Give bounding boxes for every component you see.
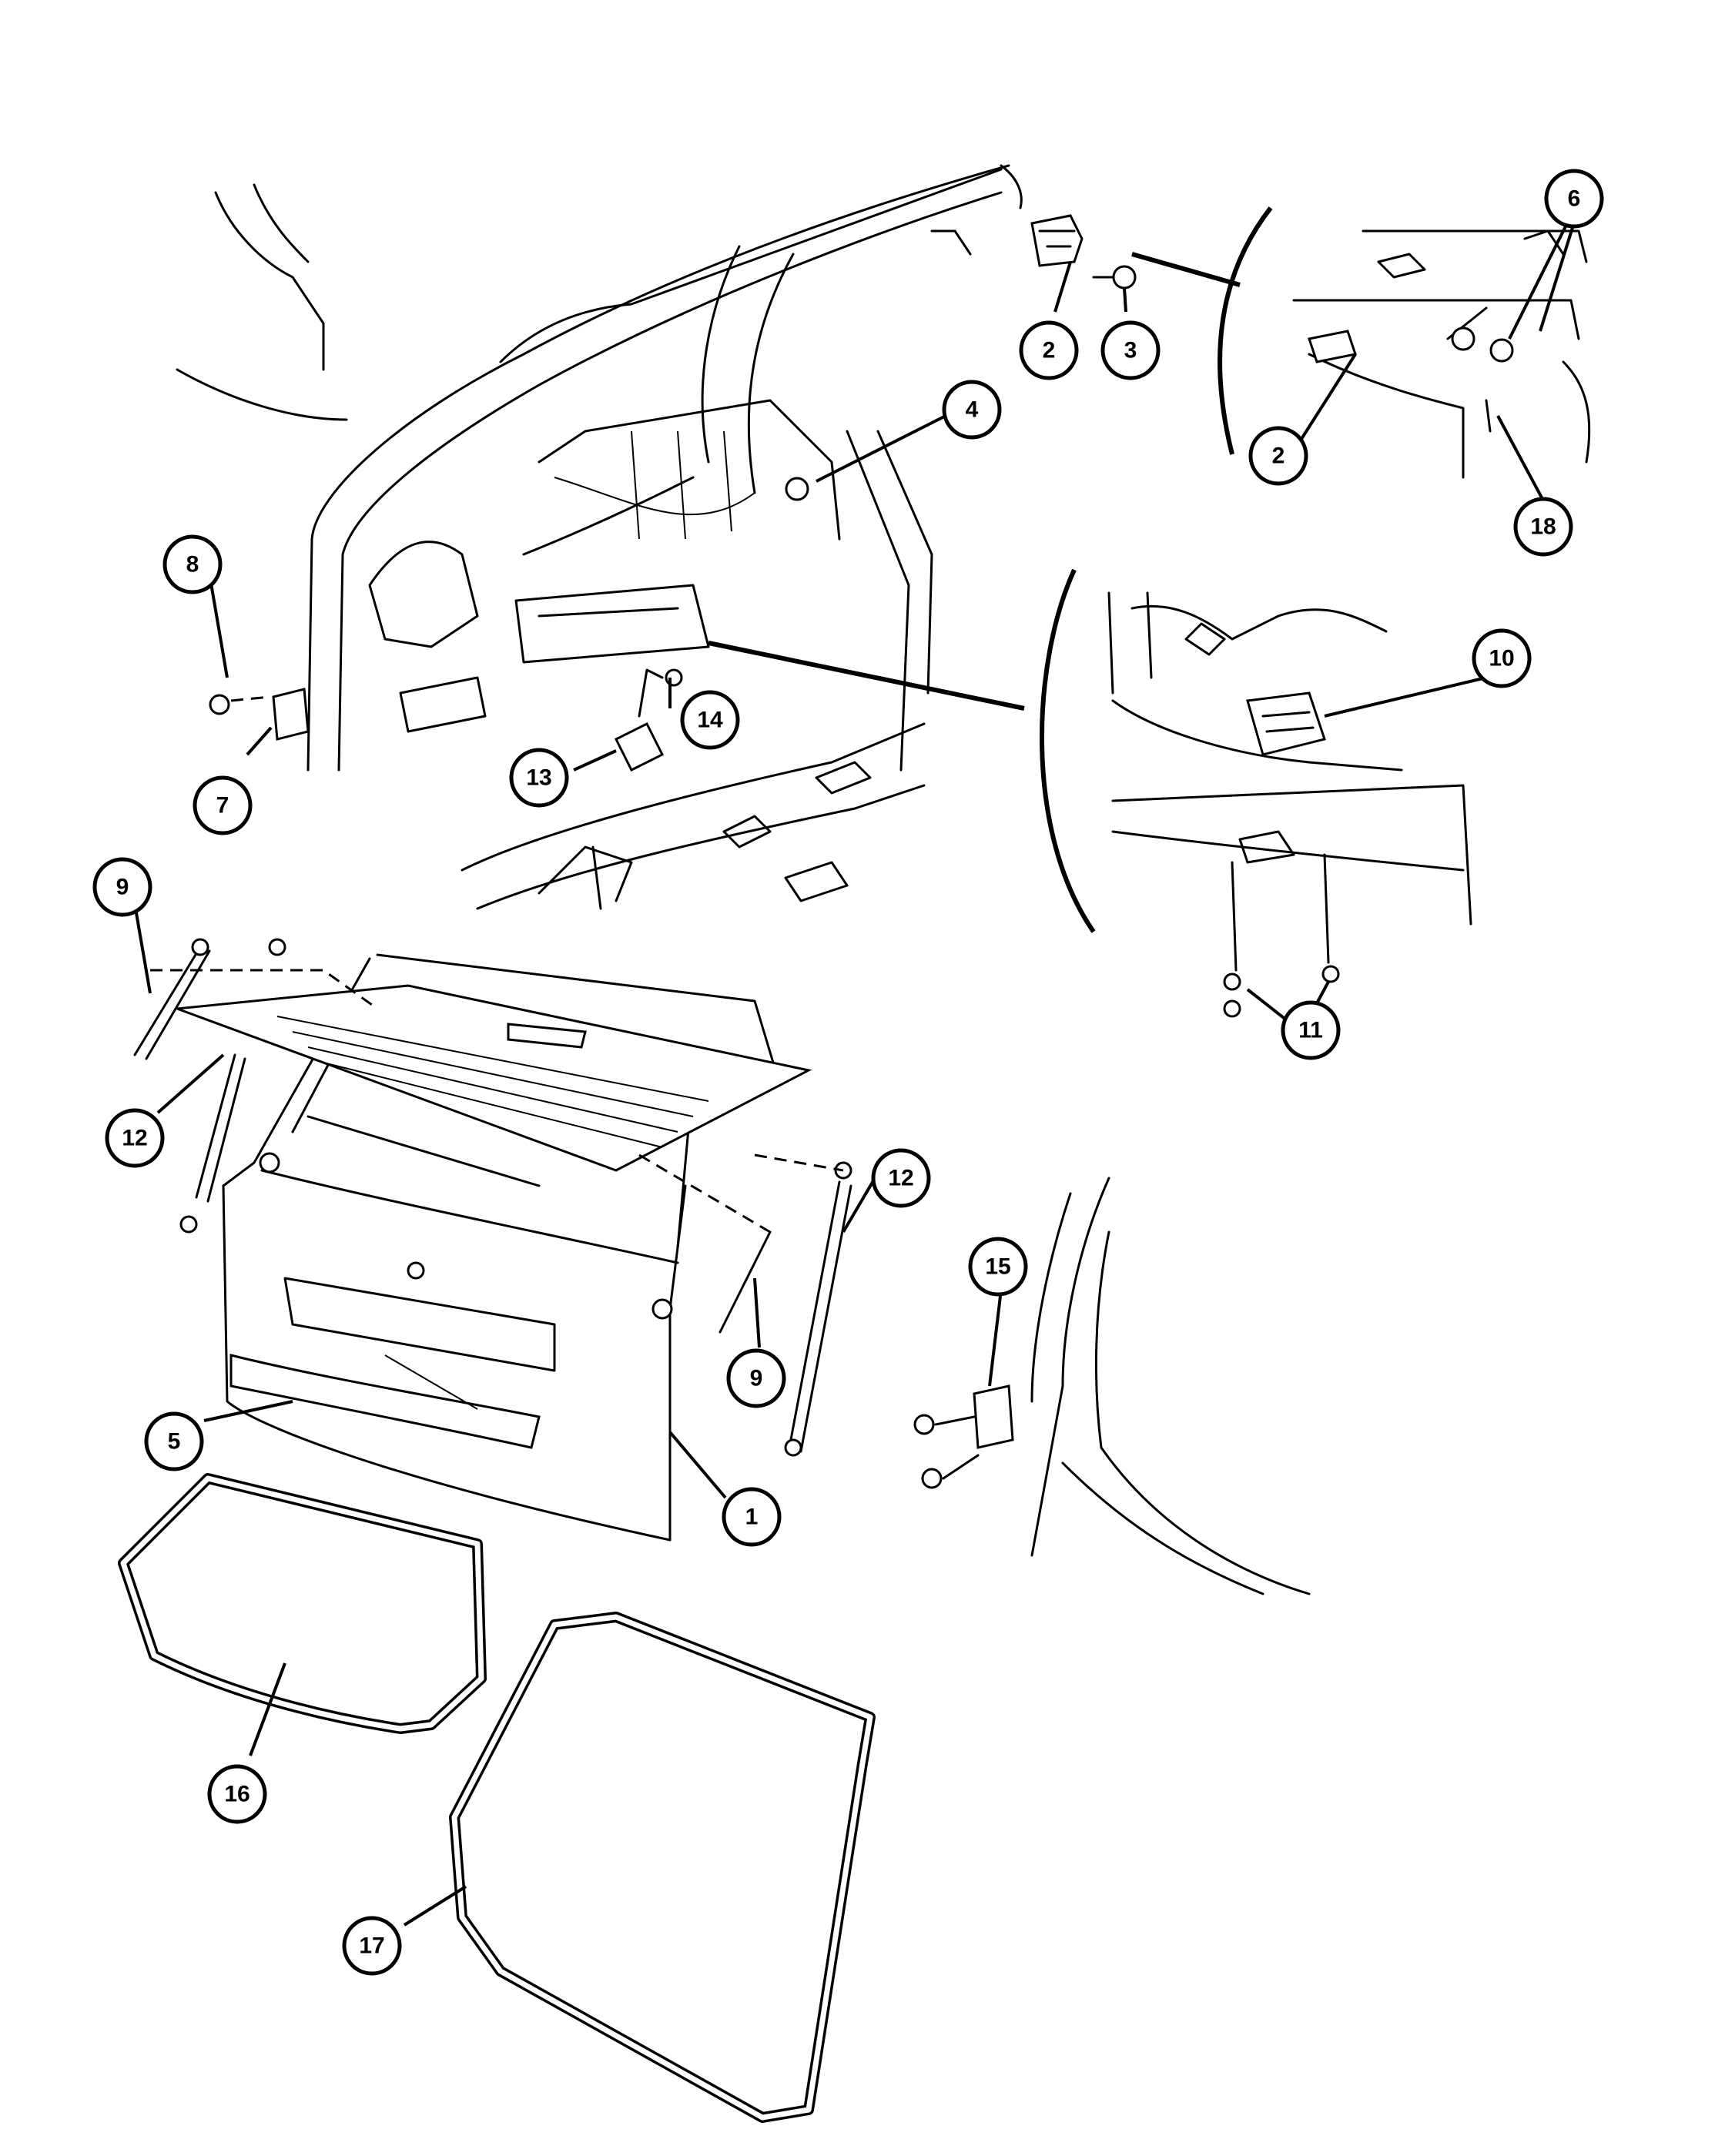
svg-text:7: 7 [216, 793, 229, 819]
callout-13: 13 [509, 748, 569, 808]
callout-15: 15 [968, 1237, 1028, 1297]
callout-4: 4 [942, 380, 1002, 440]
callout-9: 9 [726, 1348, 786, 1408]
striker-floor-view [461, 668, 926, 910]
callout-8: 8 [162, 534, 223, 594]
svg-text:12: 12 [122, 1126, 147, 1151]
svg-text:12: 12 [888, 1166, 913, 1191]
svg-text:4: 4 [966, 397, 979, 423]
svg-text:3: 3 [1124, 338, 1137, 363]
glass-weatherstrip-16 [118, 1473, 487, 1734]
svg-text:5: 5 [168, 1429, 181, 1455]
liftgate-assembly [133, 938, 852, 1542]
callout-6: 6 [1544, 169, 1604, 229]
lower-right-hinge-view [913, 1177, 1311, 1595]
callout-12: 12 [105, 1108, 165, 1168]
callout-1: 1 [722, 1487, 782, 1547]
svg-text:11: 11 [1298, 1018, 1323, 1043]
callout-12: 12 [871, 1148, 931, 1208]
callout-9: 9 [92, 857, 152, 917]
svg-text:2: 2 [1043, 338, 1056, 363]
svg-text:6: 6 [1568, 186, 1581, 212]
svg-text:2: 2 [1272, 444, 1285, 469]
callout-2: 2 [1248, 426, 1308, 486]
svg-text:18: 18 [1530, 514, 1556, 540]
svg-text:15: 15 [985, 1254, 1010, 1280]
lower-hinge-bracket [209, 688, 310, 741]
callout-5: 5 [144, 1411, 204, 1471]
svg-text:9: 9 [116, 875, 129, 900]
svg-text:17: 17 [359, 1933, 384, 1959]
body-opening-view [176, 164, 1023, 772]
callout-11: 11 [1281, 1000, 1341, 1060]
svg-text:10: 10 [1489, 646, 1514, 671]
svg-text:13: 13 [526, 765, 551, 791]
svg-text:8: 8 [186, 552, 199, 578]
svg-text:1: 1 [745, 1505, 759, 1530]
callout-17: 17 [342, 1916, 402, 1976]
hinge-and-bolt [1030, 214, 1137, 290]
callout-2: 2 [1019, 320, 1079, 380]
callout-7: 7 [193, 775, 253, 835]
latch-detail-view [708, 568, 1472, 1018]
svg-text:9: 9 [750, 1366, 763, 1391]
callout-10: 10 [1472, 628, 1532, 688]
callout-14: 14 [680, 690, 740, 750]
callout-3: 3 [1100, 320, 1161, 380]
callout-16: 16 [207, 1764, 267, 1824]
svg-text:16: 16 [224, 1782, 250, 1807]
hinge-detail-view [1131, 206, 1591, 479]
callout-18: 18 [1513, 497, 1573, 557]
leader-lines [134, 207, 1580, 1927]
svg-text:14: 14 [697, 708, 723, 733]
door-opening-weatherstrip-17 [449, 1612, 876, 2123]
